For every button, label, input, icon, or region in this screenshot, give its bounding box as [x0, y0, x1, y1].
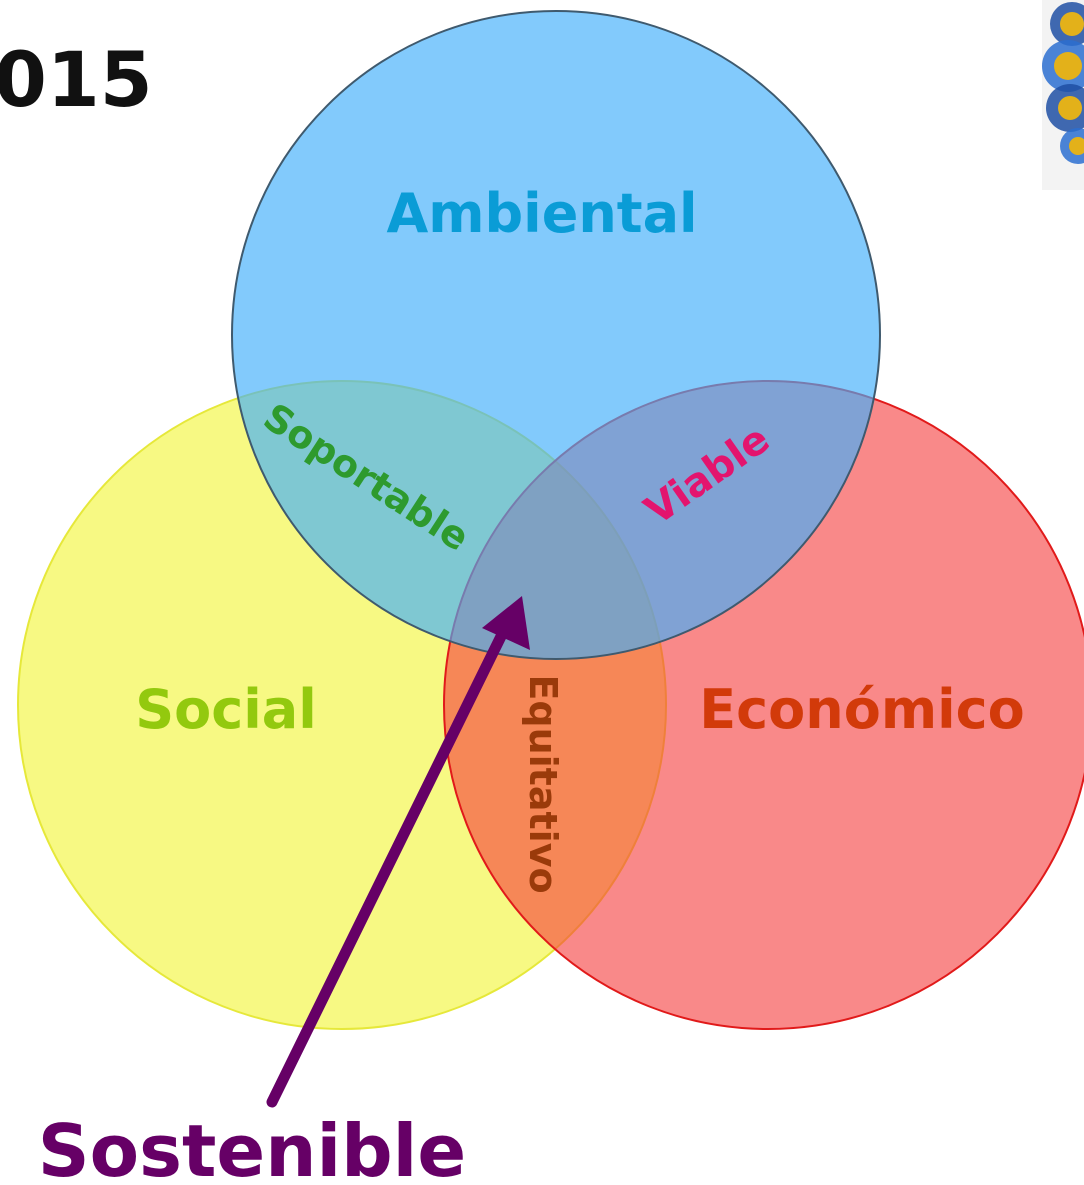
- social-label: Social: [135, 678, 316, 741]
- year-title-fragment: 015: [0, 35, 153, 124]
- decorative-emblem-icon: [1042, 0, 1084, 190]
- sostenible-label: Sostenible: [38, 1109, 466, 1185]
- ambiental-label: Ambiental: [386, 182, 697, 245]
- center-arrow: [266, 596, 530, 1108]
- equitativo-label: Equitativo: [521, 674, 565, 893]
- ambiental-circle: [231, 10, 881, 660]
- economico-label: Económico: [699, 678, 1024, 741]
